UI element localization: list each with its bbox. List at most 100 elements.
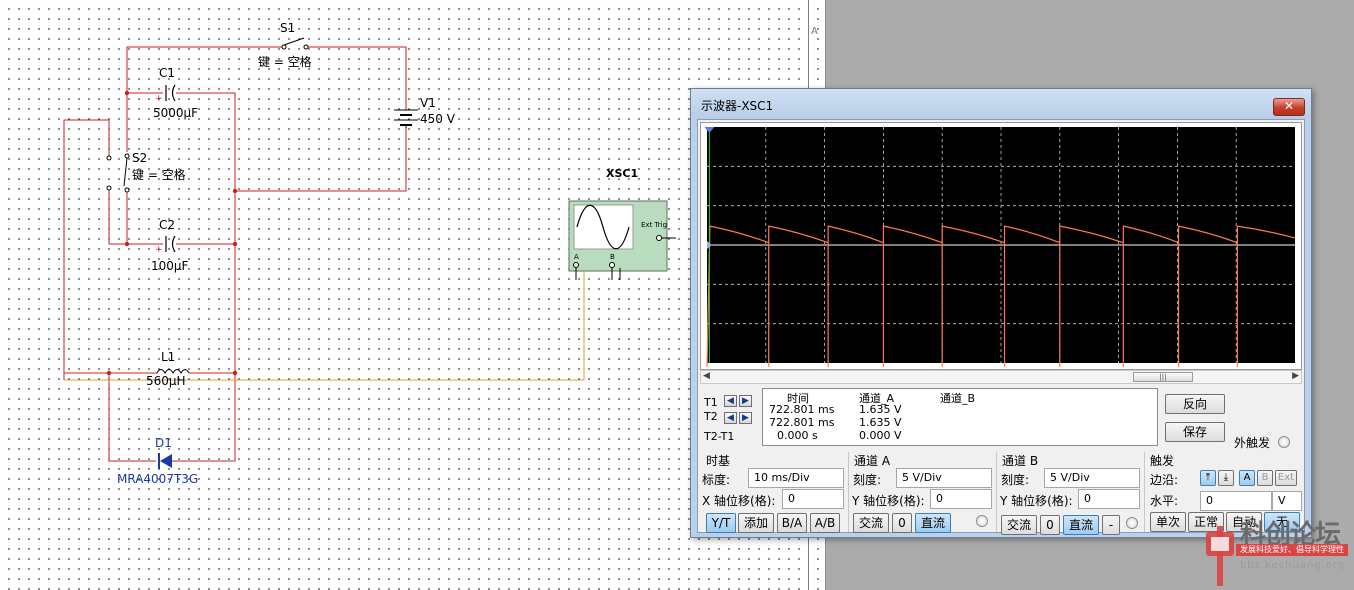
wire[interactable] [108,373,156,462]
c1-polarity: + [155,94,163,104]
trigger-none-button[interactable]: 无 [1264,512,1300,532]
mode-ba-button[interactable]: B/A [777,513,807,533]
close-button[interactable]: ✕ [1273,98,1305,116]
trigger-normal-button[interactable]: 正常 [1188,512,1224,532]
mode-ab-button[interactable]: A/B [810,513,840,533]
save-button[interactable]: 保存 [1165,422,1225,442]
group-separator [1144,452,1145,532]
l1-inductor-symbol[interactable] [156,369,190,375]
horizontal-scrollbar[interactable]: ◀ ||| ▶ [700,370,1302,384]
channel-a-ypos-field[interactable]: 0 [930,489,992,509]
trigger-auto-button[interactable]: 自动 [1226,512,1262,532]
trigger-source-a-button[interactable]: A [1239,470,1255,486]
trigger-level-unit[interactable]: V [1272,491,1302,511]
v1-battery-symbol[interactable] [394,109,418,128]
timebase-xpos-field[interactable]: 0 [782,489,844,509]
xsc1-ch-b-label: B [610,253,615,261]
channel-a-ac-button[interactable]: 交流 [853,513,889,533]
channel-b-dc-button[interactable]: 直流 [1063,515,1099,535]
t2-right-arrow-icon[interactable]: ▶ [739,412,752,424]
watermark-url: bbs.kechuang.org [1240,560,1346,571]
mode-yt-button[interactable]: Y/T [706,513,736,533]
junction-dot [232,370,238,376]
trigger-title: 触发 [1150,454,1175,468]
trigger-source-ext-button[interactable]: Ext [1275,470,1297,486]
channel-b-ypos-field[interactable]: 0 [1078,489,1140,509]
wire[interactable] [308,46,407,110]
wire[interactable] [176,92,236,373]
channel-a-scale-label: 刻度: [853,473,882,487]
ext-trigger-terminal[interactable] [1278,436,1290,448]
wire[interactable] [108,188,163,245]
readout-diff-time: 0.000 s [777,429,818,442]
readout-t1-time: 722.801 ms [769,403,835,416]
scope-display[interactable] [705,125,1297,367]
readout-t2-time: 722.801 ms [769,416,835,429]
channel-b-ac-button[interactable]: 交流 [1001,515,1037,535]
channel-b-minus-button[interactable]: - [1102,515,1120,535]
trigger-rising-edge-icon[interactable]: ⤒ [1200,470,1216,486]
channel-a-terminal[interactable] [976,515,988,527]
oscilloscope-titlebar[interactable]: 示波器-XSC1 ✕ [691,89,1311,119]
channel-a-dc-button[interactable]: 直流 [915,513,951,533]
channel-a-zero-button[interactable]: 0 [892,513,912,533]
wire[interactable] [172,373,236,462]
reverse-button[interactable]: 反向 [1165,394,1225,414]
watermark-logo-icon [1206,526,1234,586]
t2-t1-label: T2-T1 [704,430,735,443]
cursor-t1-handle-icon [705,127,715,133]
c2-value: 100µF [151,259,189,273]
timebase-scale-field[interactable]: 10 ms/Div [748,468,844,488]
channel-b-scale-field[interactable]: 5 V/Div [1044,468,1140,488]
trigger-level-field[interactable]: 0 [1200,491,1272,511]
t1-left-arrow-icon[interactable]: ◀ [724,395,737,407]
channel-a-ypos-label: Y 轴位移(格): [852,494,925,508]
trigger-falling-edge-icon[interactable]: ⤓ [1218,470,1234,486]
scroll-right-arrow-icon[interactable]: ▶ [1292,371,1299,381]
probe-wire-a[interactable] [64,267,585,381]
wire[interactable] [126,46,282,95]
s2-switch-symbol[interactable] [106,153,130,193]
oscilloscope-window[interactable]: 示波器-XSC1 ✕ ◀ ||| ▶ T1 ◀ ▶ T2 ◀ ▶ T2-T1 时… [690,88,1312,538]
d1-diode-symbol[interactable] [158,453,172,469]
trigger-single-button[interactable]: 单次 [1150,512,1186,532]
t2-label: T2 [704,410,718,423]
sheet-border-letter: A [811,26,818,37]
channel-b-zero-button[interactable]: 0 [1040,515,1060,535]
channel-a-scale-field[interactable]: 5 V/Div [896,468,992,488]
xsc1-label: XSC1 [606,167,639,180]
c2-symbol[interactable] [165,235,176,253]
xsc1-instrument[interactable] [568,200,676,280]
channel-a-marker-icon [707,241,712,249]
timebase-scale-label: 标度: [702,473,731,487]
xsc1-ch-a-label: A [574,253,579,261]
channel-a-trace [706,225,1296,367]
channel-b-ypos-label: Y 轴位移(格): [1000,494,1073,508]
c1-label: C1 [159,66,176,80]
cursor-controls: T1 ◀ ▶ T2 ◀ ▶ T2-T1 [702,390,762,446]
c1-symbol[interactable] [165,84,176,102]
scope-screen-frame [700,122,1302,370]
ext-trigger-label: 外触发 [1234,436,1271,450]
trigger-level-label: 水平: [1150,494,1179,508]
mode-add-button[interactable]: 添加 [738,513,774,533]
t2-left-arrow-icon[interactable]: ◀ [724,412,737,424]
channel-b-terminal[interactable] [1126,517,1138,529]
t1-right-arrow-icon[interactable]: ▶ [739,395,752,407]
junction-dot [106,370,112,376]
watermark-slogan: 发展科技爱好、倡导科学理性 [1240,545,1344,554]
readout-diff-ch-a: 0.000 V [859,429,902,442]
timebase-xpos-label: X 轴位移(格): [702,494,776,508]
wire[interactable] [63,119,110,380]
oscilloscope-panel: ◀ ||| ▶ T1 ◀ ▶ T2 ◀ ▶ T2-T1 时间 通道_A 通道_B… [697,119,1305,535]
scroll-left-arrow-icon[interactable]: ◀ [703,371,710,381]
channel-a-title: 通道 A [854,454,891,468]
wire[interactable] [235,128,407,192]
s1-switch-symbol[interactable] [281,37,309,50]
window-title: 示波器-XSC1 [701,99,774,113]
watermark-band [1236,544,1348,556]
s2-label: S2 [132,151,148,165]
schematic-canvas[interactable] [0,0,808,590]
trigger-source-b-button[interactable]: B [1257,470,1273,486]
scroll-thumb[interactable]: ||| [1133,372,1193,382]
